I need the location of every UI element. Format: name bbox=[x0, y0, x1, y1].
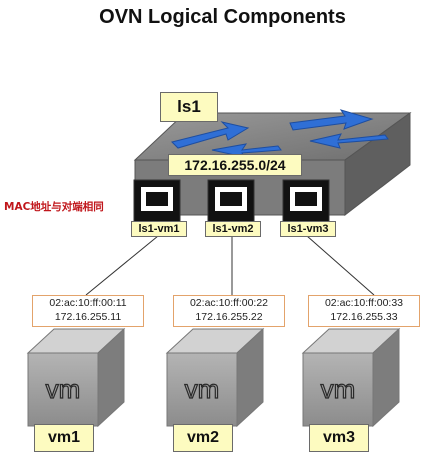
vm3-ip: 172.16.255.33 bbox=[330, 311, 398, 323]
vm-logo: vm bbox=[321, 374, 356, 404]
arrow-icon bbox=[309, 133, 389, 149]
link-line bbox=[306, 235, 375, 296]
switch-name: ls1 bbox=[160, 92, 218, 122]
diagram-title: OVN Logical Components bbox=[99, 6, 346, 28]
arrow-icon bbox=[289, 109, 374, 131]
vm-cube-icon bbox=[26, 327, 126, 428]
arrow-icon bbox=[211, 143, 282, 158]
vm2-address: 02:ac:10:ff:00:22 172.16.255.22 bbox=[173, 295, 285, 327]
vm-logo: vm bbox=[185, 374, 220, 404]
arrow-icon bbox=[171, 121, 250, 149]
mac-note: MAC地址与对端相同 bbox=[4, 201, 104, 213]
vm-logo: vm bbox=[46, 374, 81, 404]
vm1-ip: 172.16.255.11 bbox=[54, 311, 122, 323]
vm3-mac: 02:ac:10:ff:00:33 bbox=[324, 297, 404, 309]
vm1-mac: 02:ac:10:ff:00:11 bbox=[49, 297, 127, 309]
vm3-name: vm3 bbox=[309, 424, 369, 452]
vm-cube-icon bbox=[301, 327, 401, 428]
vm2-mac: 02:ac:10:ff:00:22 bbox=[189, 297, 269, 309]
port-label-vm1: ls1-vm1 bbox=[131, 221, 187, 237]
vm2-ip: 172.16.255.22 bbox=[195, 311, 263, 323]
port-label-vm2: ls1-vm2 bbox=[205, 221, 261, 237]
vm1-name: vm1 bbox=[34, 424, 94, 452]
vm-cube-icon bbox=[165, 327, 265, 428]
port-icon bbox=[133, 179, 181, 223]
switch-subnet: 172.16.255.0/24 bbox=[168, 154, 302, 176]
vm3-address: 02:ac:10:ff:00:33 172.16.255.33 bbox=[308, 295, 420, 327]
vm1-address: 02:ac:10:ff:00:11 172.16.255.11 bbox=[32, 295, 144, 327]
port-label-vm3: ls1-vm3 bbox=[280, 221, 336, 237]
port-icon bbox=[207, 179, 255, 223]
link-line bbox=[85, 235, 159, 296]
vm2-name: vm2 bbox=[173, 424, 233, 452]
port-icon bbox=[282, 179, 330, 223]
